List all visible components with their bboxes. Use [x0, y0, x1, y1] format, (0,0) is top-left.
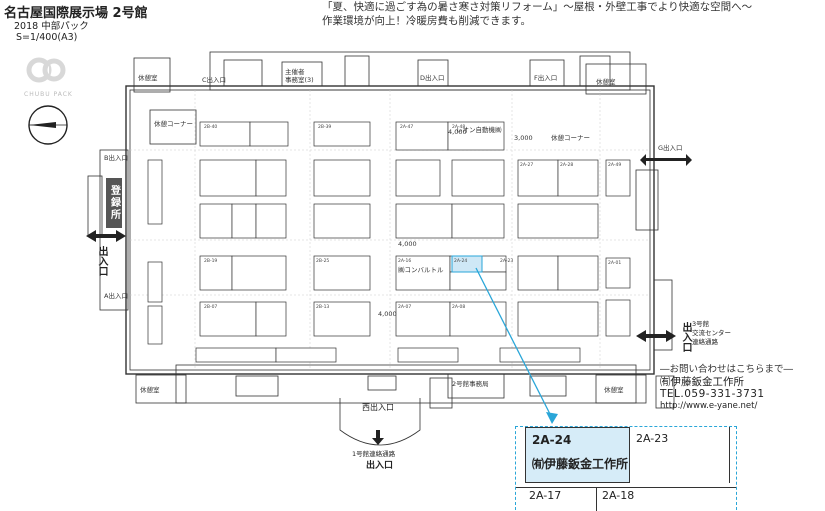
west-side-entrance-label: 出入口 — [96, 246, 107, 276]
svg-text:2A-24: 2A-24 — [454, 258, 467, 264]
svg-text:レオン自動機㈱: レオン自動機㈱ — [456, 125, 502, 134]
svg-text:2A-01: 2A-01 — [608, 260, 621, 266]
svg-text:休憩室: 休憩室 — [604, 385, 624, 394]
promo-line-2: 作業環境が向上！冷暖房費も削減できます。 — [322, 15, 531, 27]
svg-text:D出入口: D出入口 — [420, 73, 445, 82]
booth-2a-24-id: 2A-24 — [532, 433, 572, 447]
svg-text:2B-19: 2B-19 — [204, 258, 217, 264]
svg-text:2A-27: 2A-27 — [520, 162, 533, 168]
svg-text:2A-08: 2A-08 — [452, 304, 465, 310]
west-entrance-plaza — [339, 398, 421, 446]
venue-title: 名古屋国際展示場 2号館 — [4, 6, 148, 21]
svg-text:2A-28: 2A-28 — [560, 162, 573, 168]
svg-text:2A-47: 2A-47 — [400, 124, 413, 130]
booth-2a-23[interactable]: 2A-23 — [630, 427, 730, 483]
svg-text:事務室(3): 事務室(3) — [285, 75, 314, 84]
svg-text:A出入口: A出入口 — [104, 291, 128, 300]
svg-text:2A-23: 2A-23 — [500, 258, 513, 264]
booth-row-divider — [516, 487, 736, 488]
phone-number: TEL.059-331-3731 — [660, 388, 765, 400]
contact-lead: ―お問い合わせはこちらまで― — [660, 364, 794, 375]
registration-desk: 登録所 — [106, 178, 122, 228]
booth-2a-23-id: 2A-23 — [636, 432, 669, 445]
hall3-line-3: 連絡通路 — [692, 338, 718, 346]
east-side-entrance-label: 出入口 — [680, 322, 691, 352]
event-name: 2018 中部パック — [14, 21, 89, 32]
logo-caption: CHUBU PACK — [24, 91, 73, 98]
booth-2a-24-name: ㈲伊藤鈑金工作所 — [532, 457, 629, 471]
svg-text:2B-07: 2B-07 — [204, 304, 217, 310]
svg-text:2A-07: 2A-07 — [398, 304, 411, 310]
svg-text:2B-39: 2B-39 — [318, 124, 331, 130]
chubu-pack-logo-icon — [26, 57, 66, 83]
hall3-line-1: 3号館 — [692, 320, 710, 328]
website-url[interactable]: http://www.e-yane.net/ — [660, 401, 758, 411]
promo-line-1: 「夏、快適に過ごす為の暑さ寒さ対策リフォーム」～屋根・外壁工事でより快適な空間へ… — [322, 1, 753, 13]
svg-text:休憩コーナー: 休憩コーナー — [551, 133, 590, 142]
leader-line — [475, 267, 553, 419]
scale-label: S=1/400(A3) — [16, 32, 78, 43]
leader-arrow-icon — [546, 412, 558, 424]
svg-text:4,000: 4,000 — [378, 310, 397, 318]
north-compass-icon — [28, 105, 68, 145]
svg-text:3,000: 3,000 — [514, 134, 533, 142]
booth-2a-18-id[interactable]: 2A-18 — [602, 489, 635, 502]
svg-text:2B-40: 2B-40 — [204, 124, 217, 130]
promo-headline: 「夏、快適に過ごす為の暑さ寒さ対策リフォーム」～屋根・外壁工事でより快適な空間へ… — [322, 0, 752, 28]
svg-text:2A-49: 2A-49 — [608, 162, 621, 168]
svg-text:2号館事務局: 2号館事務局 — [452, 379, 489, 388]
svg-text:休憩室: 休憩室 — [138, 73, 158, 82]
booth-2a-24-highlight — [451, 255, 483, 273]
hall3-connector-label: 3号館 交流センター 連絡通路 — [692, 320, 731, 347]
svg-text:B出入口: B出入口 — [104, 153, 128, 162]
svg-text:2B-25: 2B-25 — [316, 258, 329, 264]
svg-text:主催者: 主催者 — [285, 67, 305, 76]
svg-text:㈱コンバルトル: ㈱コンバルトル — [398, 265, 444, 274]
svg-text:2A-48: 2A-48 — [452, 124, 465, 130]
svg-text:2A-16: 2A-16 — [398, 258, 411, 264]
svg-text:F出入口: F出入口 — [534, 73, 557, 82]
booth-column-divider — [596, 487, 597, 511]
west-entrance-label: 西出入口 — [362, 403, 394, 412]
hall3-line-2: 交流センター — [692, 329, 731, 337]
contact-info: ―お問い合わせはこちらまで― ㈲伊藤鈑金工作所 TEL.059-331-3731… — [660, 364, 793, 412]
svg-text:2B-13: 2B-13 — [316, 304, 329, 310]
svg-text:4,000: 4,000 — [398, 240, 417, 248]
hall1-connector-label: 1号館連絡通路 — [352, 450, 396, 458]
svg-text:4,000: 4,000 — [448, 128, 467, 136]
svg-text:休憩室: 休憩室 — [596, 77, 616, 86]
booth-2a-17-id[interactable]: 2A-17 — [529, 489, 562, 502]
north-annex — [209, 51, 631, 91]
booth-zoom-panel: 2A-24 ㈲伊藤鈑金工作所 2A-23 2A-17 2A-18 — [515, 426, 737, 511]
svg-text:C出入口: C出入口 — [202, 75, 226, 84]
hall1-connector-exit-label: 出入口 — [366, 461, 394, 471]
svg-text:G出入口: G出入口 — [658, 143, 683, 152]
south-annex — [175, 364, 637, 404]
company-name: ㈲伊藤鈑金工作所 — [660, 376, 744, 388]
svg-text:休憩室: 休憩室 — [140, 385, 160, 394]
svg-text:休憩コーナー: 休憩コーナー — [154, 119, 193, 128]
booth-2a-24[interactable]: 2A-24 ㈲伊藤鈑金工作所 — [525, 427, 630, 483]
